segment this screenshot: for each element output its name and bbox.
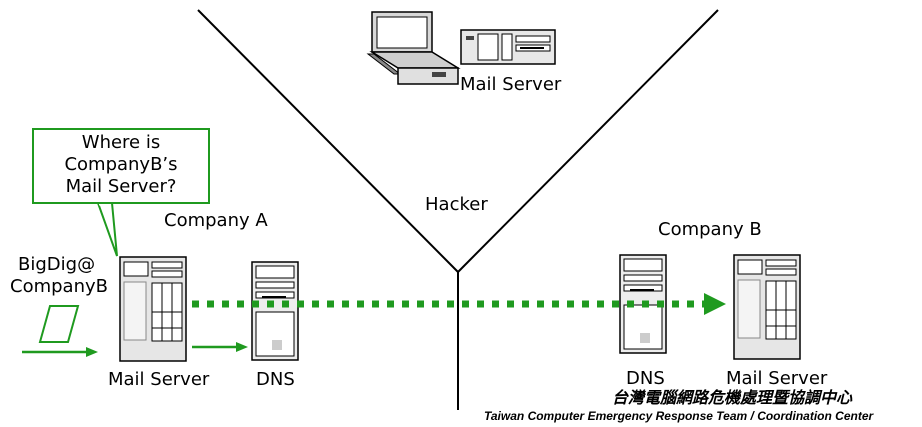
speech-bubble: Where is CompanyB’s Mail Server? xyxy=(32,128,210,204)
company-a-dns-icon xyxy=(251,261,299,361)
arrow-to-dns-a xyxy=(192,342,248,352)
english-org-name: Taiwan Computer Emergency Response Team … xyxy=(484,409,874,423)
dns-a-label: DNS xyxy=(256,369,295,390)
sender-line-1: BigDig@ xyxy=(18,254,96,275)
speech-bubble-tail xyxy=(96,202,118,257)
company-b-label: Company B xyxy=(658,219,762,240)
bubble-line-2: CompanyB’s xyxy=(64,154,178,175)
hacker-mail-server-icon xyxy=(460,29,556,65)
bubble-line-3: Mail Server? xyxy=(65,176,177,197)
bubble-line-1: Where is xyxy=(81,132,161,153)
hacker-laptop-icon xyxy=(366,11,461,85)
message-icon xyxy=(38,305,80,343)
sender-line-2: CompanyB xyxy=(10,276,108,297)
mail-server-b-label: Mail Server xyxy=(726,368,828,389)
dotted-query-arrow xyxy=(192,293,726,315)
company-b-mail-server-icon xyxy=(733,254,801,360)
company-a-label: Company A xyxy=(164,210,268,231)
dns-b-label: DNS xyxy=(626,368,665,389)
company-a-mail-server-icon xyxy=(119,256,187,362)
mail-server-a-label: Mail Server xyxy=(108,369,210,390)
network-divider xyxy=(197,9,719,410)
hacker-label: Hacker xyxy=(425,194,488,215)
hacker-mail-server-label: Mail Server xyxy=(460,74,562,95)
arrow-to-mail-server-a xyxy=(22,347,98,357)
chinese-org-name: 台灣電腦網路危機處理暨協調中心 xyxy=(612,388,853,407)
